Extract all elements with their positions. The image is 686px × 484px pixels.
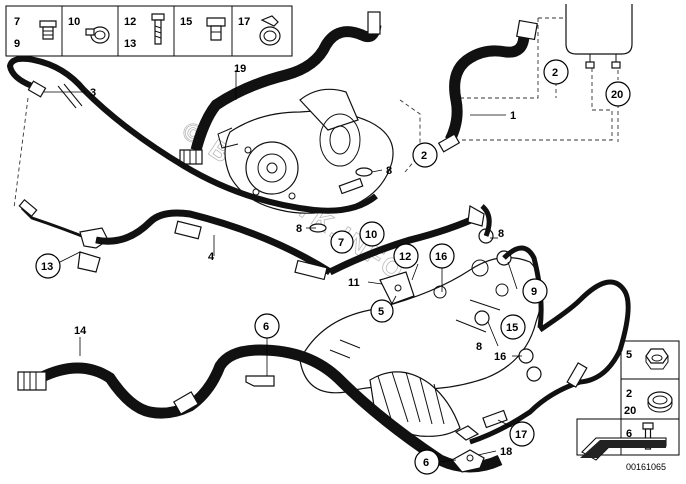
banjo-bolt-icon xyxy=(206,17,226,41)
fluid-reservoir xyxy=(565,4,633,69)
callout-9: 9 xyxy=(522,278,548,304)
diagram-code: 00161065 xyxy=(626,462,666,472)
callout-2-top: 2 xyxy=(543,59,569,85)
svg-text:2: 2 xyxy=(552,67,558,79)
spring-clip-icon xyxy=(259,15,281,46)
callout-16-upper: 16 xyxy=(429,243,455,269)
callout-5: 5 xyxy=(370,299,394,323)
svg-text:17: 17 xyxy=(515,429,527,441)
hex-nut-icon xyxy=(645,348,669,370)
callout-12: 12 xyxy=(393,243,419,269)
svg-text:12: 12 xyxy=(399,251,411,263)
label-8-pump: 8 xyxy=(386,165,392,177)
svg-text:20: 20 xyxy=(611,89,623,101)
label-11: 11 xyxy=(348,277,360,289)
legend-num-9: 9 xyxy=(14,38,20,50)
leader-lines xyxy=(44,70,522,463)
label-14: 14 xyxy=(74,325,87,337)
return-hose-1 xyxy=(437,19,538,153)
label-1: 1 xyxy=(510,110,516,122)
legend-num-12: 12 xyxy=(124,16,136,28)
svg-text:10: 10 xyxy=(365,229,377,241)
svg-text:6: 6 xyxy=(423,457,429,469)
hose-clamp-icon xyxy=(85,26,110,44)
svg-text:9: 9 xyxy=(531,286,537,298)
legend-top: 7 9 10 12 13 xyxy=(5,5,293,57)
callout-6-bottom: 6 xyxy=(414,449,440,475)
label-16-lower: 16 xyxy=(494,351,506,363)
legend-num-6: 6 xyxy=(626,428,632,440)
callout-17: 17 xyxy=(509,421,535,447)
direction-arrow-icon xyxy=(580,437,667,461)
legend-cell-10: 10 xyxy=(68,16,110,44)
bracket-18 xyxy=(451,425,485,473)
label-8-rack-top: 8 xyxy=(498,228,504,240)
legend-num-5: 5 xyxy=(626,349,632,361)
bracket-11 xyxy=(379,271,415,305)
label-19: 19 xyxy=(234,63,246,75)
suction-hose-19 xyxy=(179,11,382,165)
hose-14 xyxy=(17,344,503,473)
svg-text:7: 7 xyxy=(338,237,344,249)
sealing-ring-icon xyxy=(647,391,673,413)
svg-text:2: 2 xyxy=(421,150,427,162)
return-line xyxy=(469,204,631,445)
legend-num-17: 17 xyxy=(238,16,250,28)
legend-right: 5 2 20 6 xyxy=(576,340,680,461)
svg-text:6: 6 xyxy=(263,321,269,333)
legend-cell-12-13: 12 13 xyxy=(124,13,165,50)
legend-num-20: 20 xyxy=(624,405,636,417)
callout-10: 10 xyxy=(359,221,385,247)
callout-7: 7 xyxy=(330,230,354,254)
label-8-rack-mid: 8 xyxy=(476,341,482,353)
hex-bolt-icon xyxy=(151,13,165,45)
svg-text:15: 15 xyxy=(506,322,518,334)
label-3: 3 xyxy=(90,87,96,99)
legend-num-7: 7 xyxy=(14,16,20,28)
callout-6-mid: 6 xyxy=(254,313,280,339)
label-4: 4 xyxy=(208,251,215,263)
callout-15: 15 xyxy=(500,314,526,340)
legend-num-13: 13 xyxy=(124,38,136,50)
legend-num-2: 2 xyxy=(626,388,632,400)
svg-text:5: 5 xyxy=(378,306,384,318)
label-8-seal: 8 xyxy=(296,223,302,235)
part-labels: 1 3 4 8 8 8 8 11 14 16 18 19 xyxy=(74,63,516,458)
svg-text:13: 13 xyxy=(41,261,53,273)
steering-gear xyxy=(299,228,543,437)
pressure-hose-4 xyxy=(95,205,485,281)
callouts: 2 2 20 13 7 10 12 16 5 9 15 6 6 17 xyxy=(35,59,631,475)
legend-num-10: 10 xyxy=(68,16,80,28)
legend-cell-15: 15 xyxy=(180,16,226,41)
callout-13: 13 xyxy=(35,253,61,279)
legend-num-15: 15 xyxy=(180,16,192,28)
legend-cell-17: 17 xyxy=(238,15,281,46)
plug-screw-icon xyxy=(39,20,57,40)
label-18: 18 xyxy=(500,446,512,458)
feed-line-13 xyxy=(18,198,109,273)
pressure-line-3 xyxy=(6,55,378,214)
callout-2-mid: 2 xyxy=(412,142,438,168)
callout-20: 20 xyxy=(605,81,631,107)
svg-text:16: 16 xyxy=(435,251,447,263)
legend-cell-7-9: 7 9 xyxy=(14,16,57,50)
dashed-leaders xyxy=(13,17,619,209)
